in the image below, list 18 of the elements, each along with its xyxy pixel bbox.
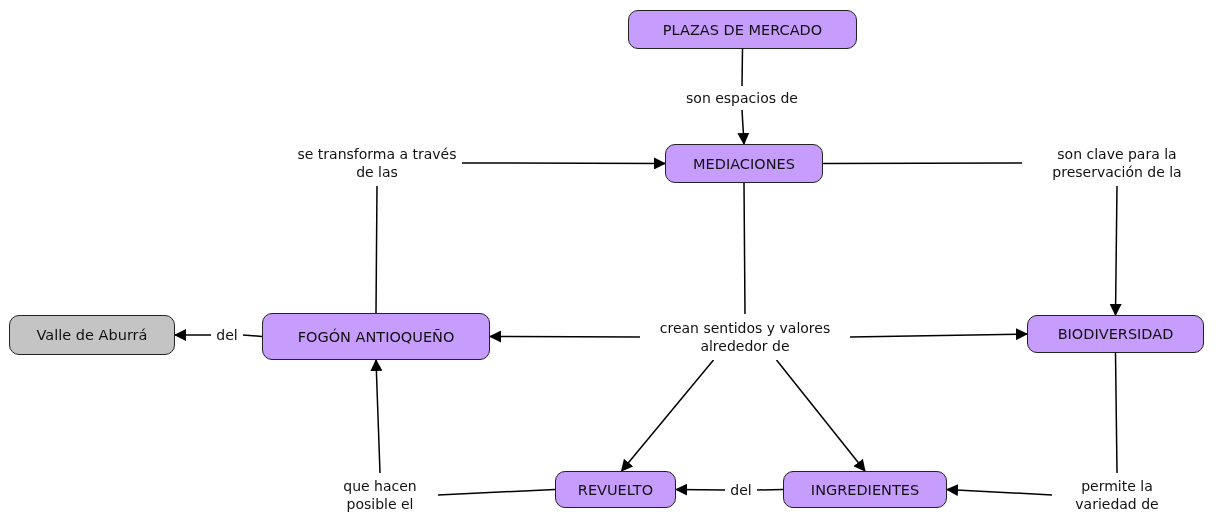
- connector-arrow: [675, 483, 726, 496]
- connector-arrow: [489, 330, 641, 343]
- connector-arrow: [174, 329, 212, 341]
- concept-box: Valle de Aburrá: [9, 315, 175, 355]
- concept-box: FOGÓN ANTIOQUEÑO: [262, 313, 490, 360]
- connector-arrow: [620, 359, 715, 472]
- connector-arrow: [461, 157, 666, 170]
- concept-box: PLAZAS DE MERCADO: [628, 10, 857, 49]
- concept-box: INGREDIENTES: [783, 471, 947, 508]
- connector-arrow: [946, 484, 1053, 497]
- connector-arrow: [370, 359, 383, 474]
- connector-arrow: [1109, 185, 1122, 316]
- concept-box: REVUELTO: [555, 471, 676, 508]
- connector-arrow: [737, 109, 750, 145]
- connector-arrow: [849, 328, 1028, 341]
- concept-box: MEDIACIONES: [665, 144, 823, 183]
- connector-arrow: [775, 359, 866, 472]
- concept-box: BIODIVERSIDAD: [1027, 315, 1204, 353]
